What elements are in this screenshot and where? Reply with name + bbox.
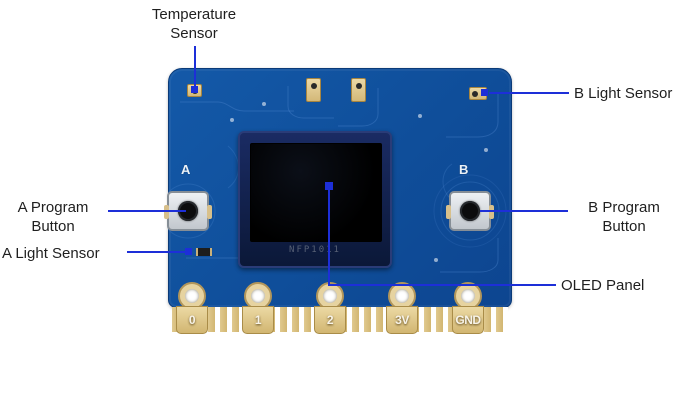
temperature-sensor-marker <box>191 86 198 93</box>
button-b-cap <box>460 201 480 221</box>
oled-panel-callout-line-horizontal <box>328 284 556 286</box>
top-connector-pad-left <box>306 78 321 102</box>
pin-pad-gnd: GND <box>452 306 484 334</box>
b-light-sensor-callout-line <box>489 92 569 94</box>
a-light-sensor-component <box>196 248 212 256</box>
pad-hole <box>471 91 478 97</box>
pad-hole <box>355 83 362 89</box>
b-program-button-callout-line <box>480 210 568 212</box>
a-program-button-label: A Program Button <box>17 199 89 235</box>
button-a-cap <box>178 201 198 221</box>
a-light-sensor-label: A Light Sensor <box>2 245 100 262</box>
button-tab <box>164 205 169 219</box>
pin-label: GND <box>455 313 481 327</box>
button-tab <box>446 205 451 219</box>
hole-center <box>185 289 199 303</box>
oled-panel-label: OLED Panel <box>561 277 645 294</box>
b-light-sensor-label: B Light Sensor <box>574 85 673 102</box>
hole-center <box>461 289 475 303</box>
pin-pad-3v: 3V <box>386 306 418 334</box>
pin-label: 2 <box>326 313 334 327</box>
oled-panel: NFP1011 <box>238 131 392 268</box>
pin-label: 1 <box>254 313 262 327</box>
temperature-sensor-label: Temperature Sensor <box>151 6 237 42</box>
pin-pad-2: 2 <box>314 306 346 334</box>
button-b <box>446 191 494 231</box>
top-connector-pad-right <box>351 78 366 102</box>
oled-part-number: NFP1011 <box>289 245 341 255</box>
temperature-sensor-callout-line <box>194 46 196 90</box>
button-tab <box>489 205 494 219</box>
b-light-sensor-marker <box>481 89 488 96</box>
pin-pad-1: 1 <box>242 306 274 334</box>
pad-hole <box>310 83 317 89</box>
a-light-sensor-callout-line <box>127 251 187 253</box>
pin-label: 3V <box>395 313 409 327</box>
hole-center <box>251 289 265 303</box>
b-program-button-label: B Program Button <box>588 199 660 235</box>
pin-pad-0: 0 <box>176 306 208 334</box>
button-tab <box>207 205 212 219</box>
hole-center <box>323 289 337 303</box>
oled-panel-callout-line-vertical <box>328 188 330 286</box>
pin-label: 0 <box>188 313 196 327</box>
oled-panel-marker <box>325 182 333 190</box>
silkscreen-letter-b: B <box>459 162 469 177</box>
pin-hole-0 <box>178 282 206 310</box>
silkscreen-letter-a: A <box>181 162 191 177</box>
pin-hole-3v <box>388 282 416 310</box>
a-light-sensor-marker <box>185 248 192 255</box>
pin-hole-1 <box>244 282 272 310</box>
a-program-button-callout-line <box>108 210 186 212</box>
oled-screen <box>250 143 382 242</box>
hole-center <box>395 289 409 303</box>
